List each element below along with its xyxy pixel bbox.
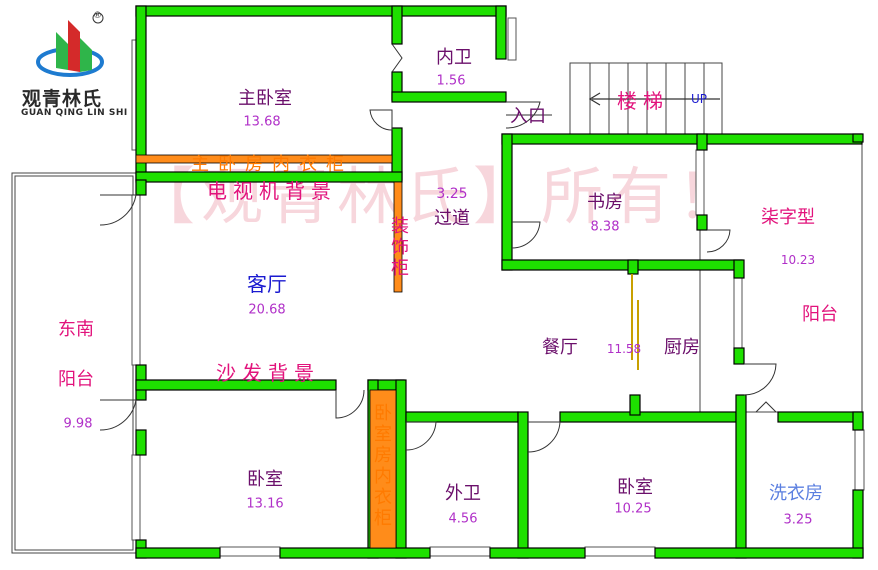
room-area-dining: 11.58 xyxy=(606,342,642,356)
logo-pinyin: GUAN QING LIN SHI xyxy=(21,108,128,118)
room-area-living: 20.68 xyxy=(248,302,286,318)
room-name-inner-bath: 内卫 xyxy=(436,47,472,68)
room-name-study: 书房 xyxy=(587,192,623,213)
annotation-deco-cabinet: 装饰柜 xyxy=(391,216,409,279)
annotation-bedroom-closet: 卧室房内衣柜 xyxy=(374,403,392,529)
room-name-bedroom-a: 卧室 xyxy=(247,469,283,490)
annotation-tv-wall: 电视机背景 xyxy=(207,179,337,203)
room-name-master-bedroom: 主卧室 xyxy=(238,88,292,109)
sliding-door xyxy=(631,274,639,370)
room-name-bedroom-b: 卧室 xyxy=(617,477,653,498)
room-name-corridor: 过道 xyxy=(434,208,470,229)
room-area-balcony-east: 10.23 xyxy=(780,253,816,267)
annotation-up: UP xyxy=(690,92,708,106)
room-name-living: 客厅 xyxy=(247,272,287,296)
doors xyxy=(99,43,777,453)
annotation-master-closet: 主卧房内衣柜 xyxy=(191,154,353,175)
room-name-dining: 餐厅 xyxy=(542,337,578,358)
room-name-balcony-east: 柒字型 xyxy=(761,207,815,228)
room-area-corridor: 3.25 xyxy=(436,186,468,202)
room-area-balcony-se: 9.98 xyxy=(63,416,93,432)
logo-registered: ® xyxy=(93,11,102,21)
walls xyxy=(135,5,864,559)
annotation-entrance: 入口 xyxy=(510,106,546,127)
room-area-outer-bath: 4.56 xyxy=(448,511,478,527)
annotation-sofa-wall: 沙发背景 xyxy=(216,361,320,385)
room-area-laundry: 3.25 xyxy=(783,512,813,528)
logo-mark-icon xyxy=(36,12,104,77)
room-area-bedroom-b: 10.25 xyxy=(614,501,652,517)
room-extra-balcony-se: 阳台 xyxy=(58,369,94,390)
room-name-laundry: 洗衣房 xyxy=(769,483,823,504)
room-area-master-bedroom: 13.68 xyxy=(243,114,281,130)
closets xyxy=(135,154,403,549)
annotation-stairs: 楼梯 xyxy=(617,89,669,113)
room-area-study: 8.38 xyxy=(590,219,620,235)
stairs-arrow xyxy=(588,92,720,106)
room-name-balcony-se: 东南 xyxy=(58,319,94,340)
logo-name: 观青林氏 xyxy=(22,88,103,110)
room-name-kitchen: 厨房 xyxy=(664,337,700,358)
room-extra-balcony-east: 阳台 xyxy=(802,304,838,325)
room-area-inner-bath: 1.56 xyxy=(436,73,466,89)
room-name-outer-bath: 外卫 xyxy=(445,483,481,504)
room-area-bedroom-a: 13.16 xyxy=(246,496,284,512)
